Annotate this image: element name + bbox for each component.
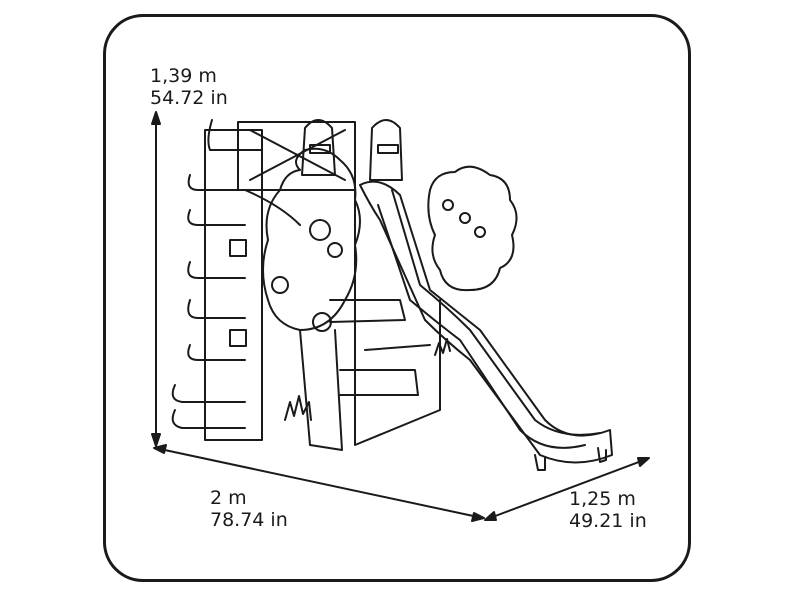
left-tower-panel [204,129,263,441]
width-metric: 2 m [210,487,247,509]
depth-imperial: 49.21 in [569,510,647,532]
width-arrow [153,444,485,522]
rounded-frame [103,14,691,582]
height-dimension-label: 1,39 m 54.72 in [150,65,228,109]
slide [359,180,613,464]
height-arrow [151,111,161,447]
height-imperial: 54.72 in [150,87,228,109]
play-structure [171,119,613,471]
width-dimension-label: 2 m 78.74 in [210,487,288,531]
width-imperial: 78.74 in [210,509,288,531]
depth-metric: 1,25 m [569,488,636,510]
depth-dimension-label: 1,25 m 49.21 in [569,488,647,532]
depth-arrow [484,457,650,521]
cloud-panel [427,165,518,292]
height-metric: 1,39 m [150,65,217,87]
